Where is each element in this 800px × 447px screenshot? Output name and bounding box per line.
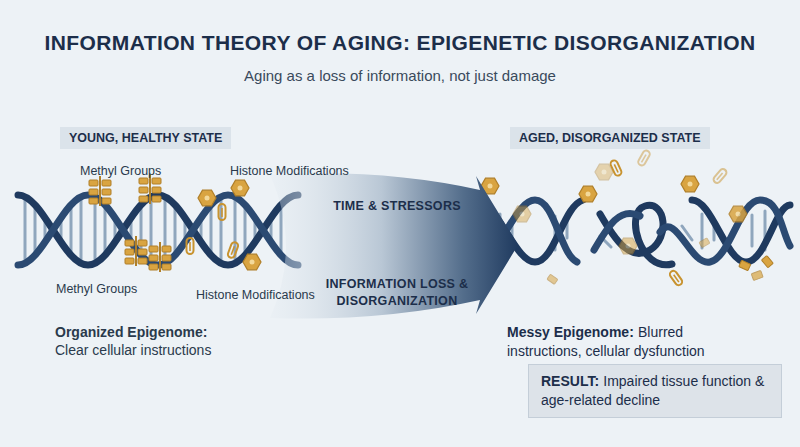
- subtitle: Aging as a loss of information, not just…: [0, 66, 800, 85]
- methyl-fragment: [739, 260, 751, 271]
- helix-strand: [660, 200, 790, 262]
- annotation-label: Organized Epigenome:: [55, 323, 207, 341]
- node-text: AGED, DISORGANIZED STATE: [519, 131, 701, 145]
- aged-dna-helix: [478, 200, 790, 265]
- methyl-fragment: [751, 270, 763, 280]
- node-text: INFORMATION LOSS & DISORGANIZATION: [302, 276, 492, 310]
- scattered-marks: [481, 149, 773, 286]
- annotation-label: Messy Epigenome:: [507, 324, 634, 340]
- node-text: RESULT:: [541, 373, 599, 389]
- node-text: TIME & STRESSORS: [312, 198, 482, 215]
- methyl-fragment: [547, 274, 558, 284]
- methyl-fragment: [761, 256, 773, 268]
- annotation-label: Histone Modifications: [230, 163, 349, 179]
- methyl-fragment: [699, 238, 710, 248]
- histone-marks: [187, 180, 262, 270]
- annotation-label: Methyl Groups: [80, 163, 161, 179]
- annotation-label: Clear cellular instructions: [55, 341, 211, 359]
- result-box: RESULT:Impaired tissue function & age-re…: [528, 364, 782, 418]
- state-tag: YOUNG, HEALTHY STATE: [60, 127, 231, 149]
- annotation-label: Histone Modifications: [196, 287, 315, 303]
- node-text: YOUNG, HEALTHY STATE: [69, 131, 222, 145]
- state-tag: AGED, DISORGANIZED STATE: [510, 127, 710, 149]
- label-group: Messy Epigenome:Blurred instructions, ce…: [507, 323, 752, 361]
- title: INFORMATION THEORY OF AGING: EPIGENETIC …: [0, 31, 800, 55]
- annotation-label: Methyl Groups: [56, 281, 137, 297]
- methyl-marks: [89, 174, 171, 272]
